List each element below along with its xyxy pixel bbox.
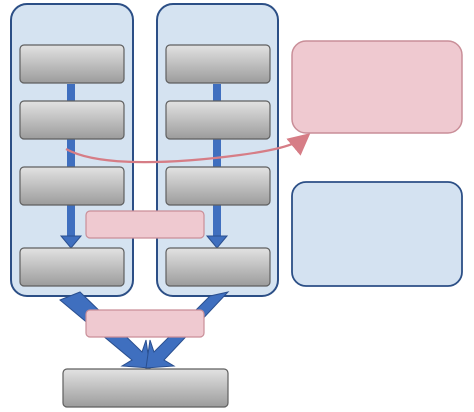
left-box-2 [19, 100, 125, 140]
left-box-3 [19, 166, 125, 206]
right-box-2 [165, 100, 271, 140]
lower-label-box [85, 309, 205, 338]
right-box-1 [165, 44, 271, 84]
right-box-4 [165, 247, 271, 287]
right-box-3 [165, 166, 271, 206]
side-pink-box [291, 40, 463, 134]
bottom-box [62, 368, 229, 408]
left-column-arrow [59, 84, 83, 249]
curved-connector-arrow [65, 133, 311, 164]
left-box-4 [19, 247, 125, 287]
middle-label-box [85, 210, 205, 239]
right-column-arrow [205, 84, 229, 249]
side-blue-box [291, 181, 463, 287]
left-box-1 [19, 44, 125, 84]
